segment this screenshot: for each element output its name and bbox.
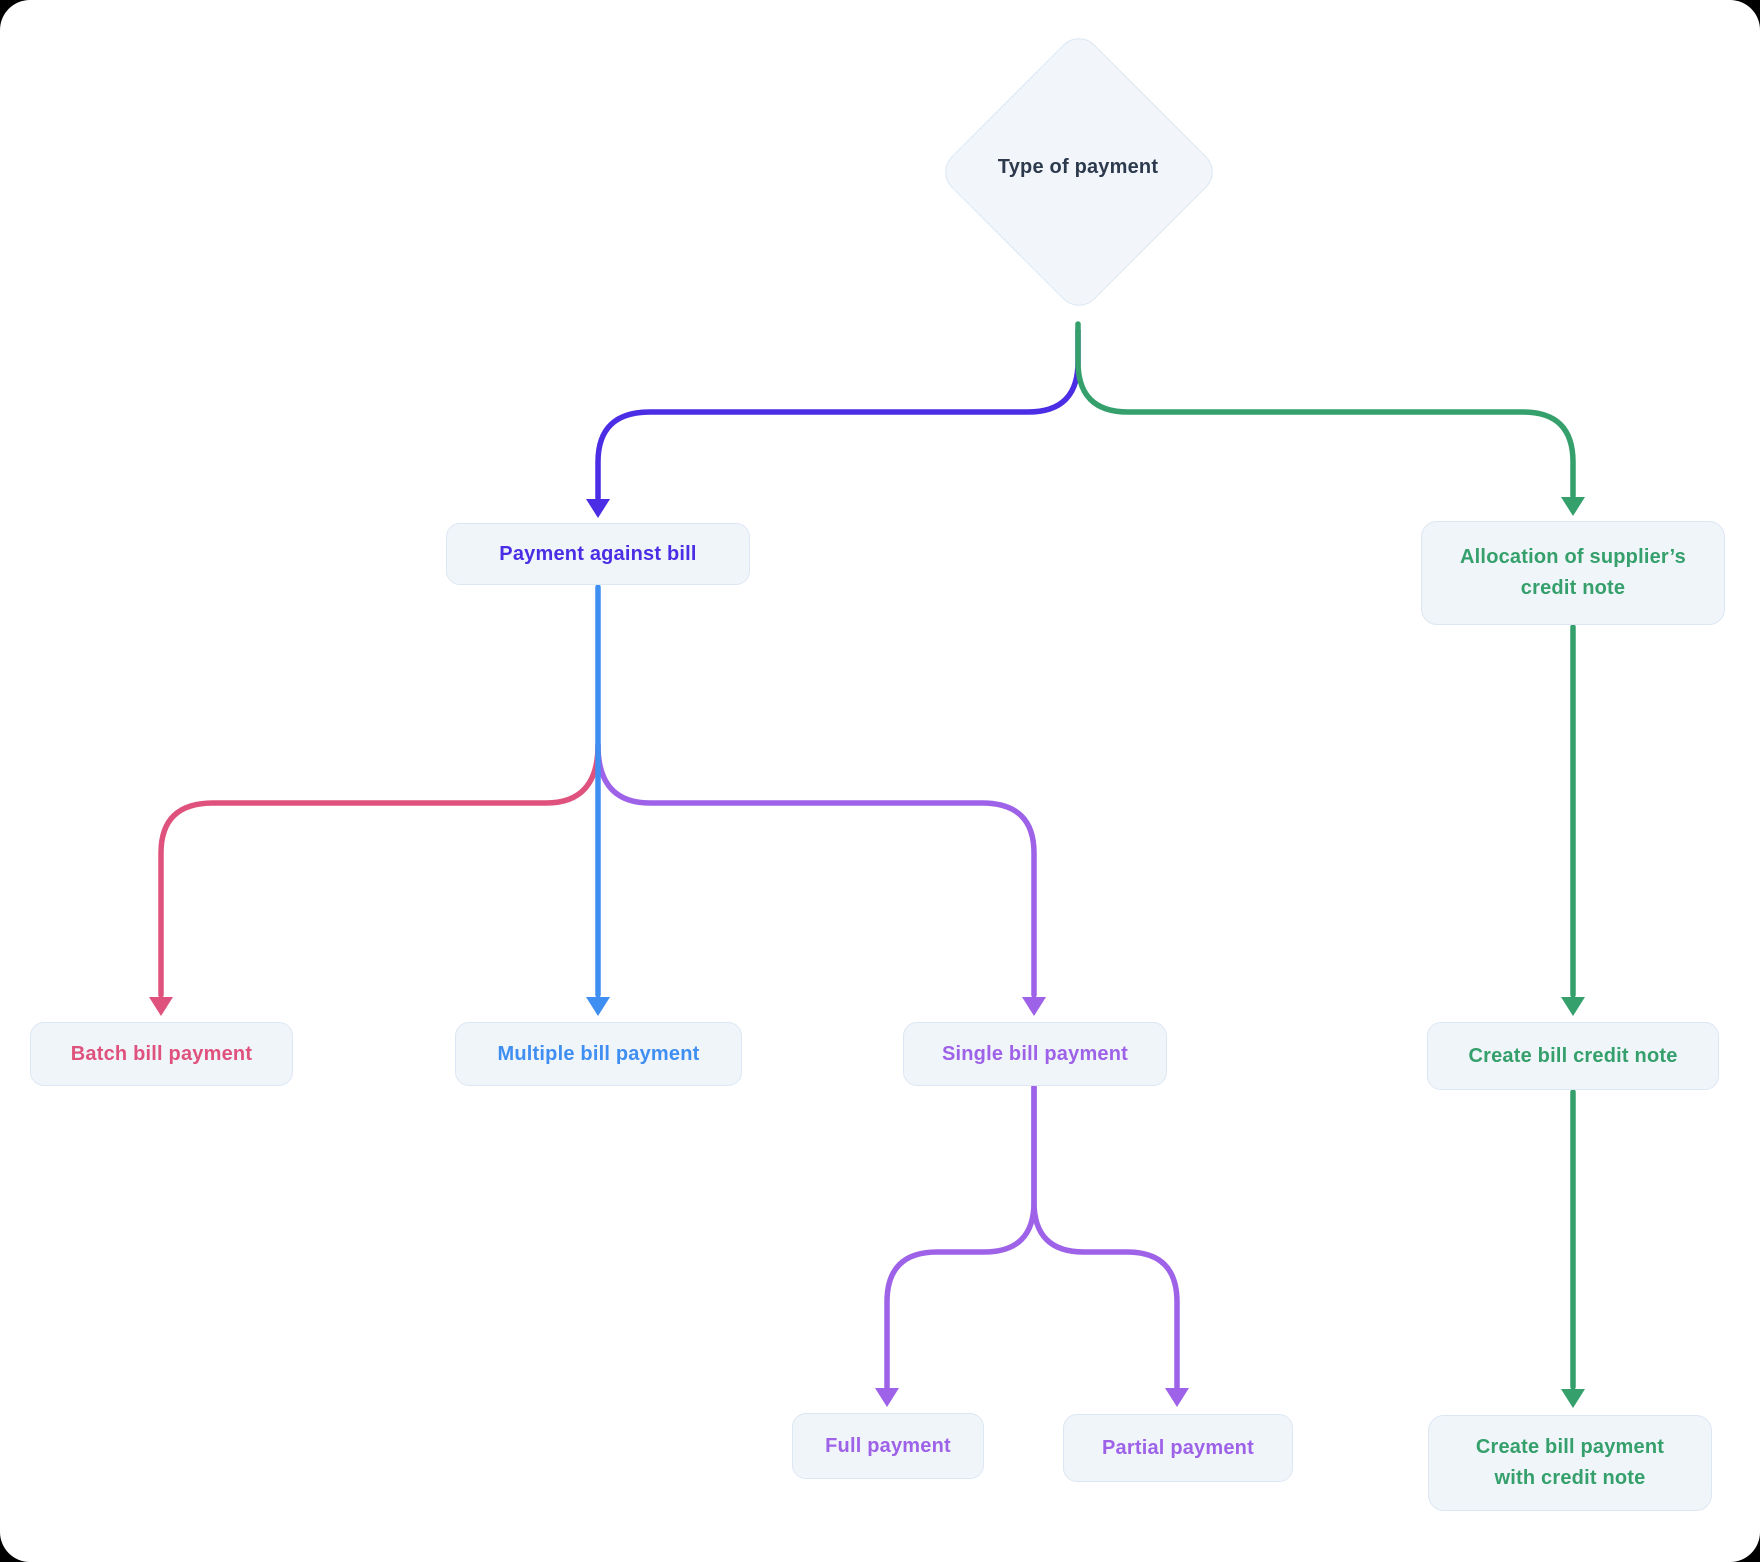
edge-single-to-partial (1031, 1084, 1180, 1390)
arrowhead-allocation (1561, 497, 1585, 516)
node-batch-bill-payment: Batch bill payment (30, 1022, 293, 1086)
arrowhead-payment-against-bill (586, 499, 610, 518)
node-type-of-payment-label: Type of payment (997, 156, 1159, 178)
arrowhead-batch (149, 997, 173, 1016)
edge-payment-to-single (595, 742, 1037, 998)
arrowhead-create-credit-note (1561, 997, 1585, 1016)
node-full-payment: Full payment (792, 1413, 984, 1479)
node-allocation-of-suppliers-credit-note: Allocation of supplier’s credit note (1421, 521, 1725, 625)
arrowhead-partial-payment (1165, 1388, 1189, 1407)
arrowhead-single (1022, 997, 1046, 1016)
edge-root-to-payment-against-bill (595, 327, 1081, 501)
edge-single-to-full (884, 1084, 1037, 1390)
node-create-bill-credit-note: Create bill credit note (1427, 1022, 1719, 1090)
arrowhead-multiple (586, 997, 610, 1016)
arrowhead-create-bill-payment (1561, 1389, 1585, 1408)
node-single-bill-payment: Single bill payment (903, 1022, 1167, 1086)
edge-payment-to-batch (158, 742, 601, 998)
arrowhead-full-payment (875, 1388, 899, 1407)
node-partial-payment: Partial payment (1063, 1414, 1293, 1482)
node-payment-against-bill: Payment against bill (446, 523, 750, 585)
edge-root-to-allocation (1075, 321, 1576, 499)
node-create-bill-payment-with-credit-note: Create bill payment with credit note (1428, 1415, 1712, 1511)
node-multiple-bill-payment: Multiple bill payment (455, 1022, 742, 1086)
